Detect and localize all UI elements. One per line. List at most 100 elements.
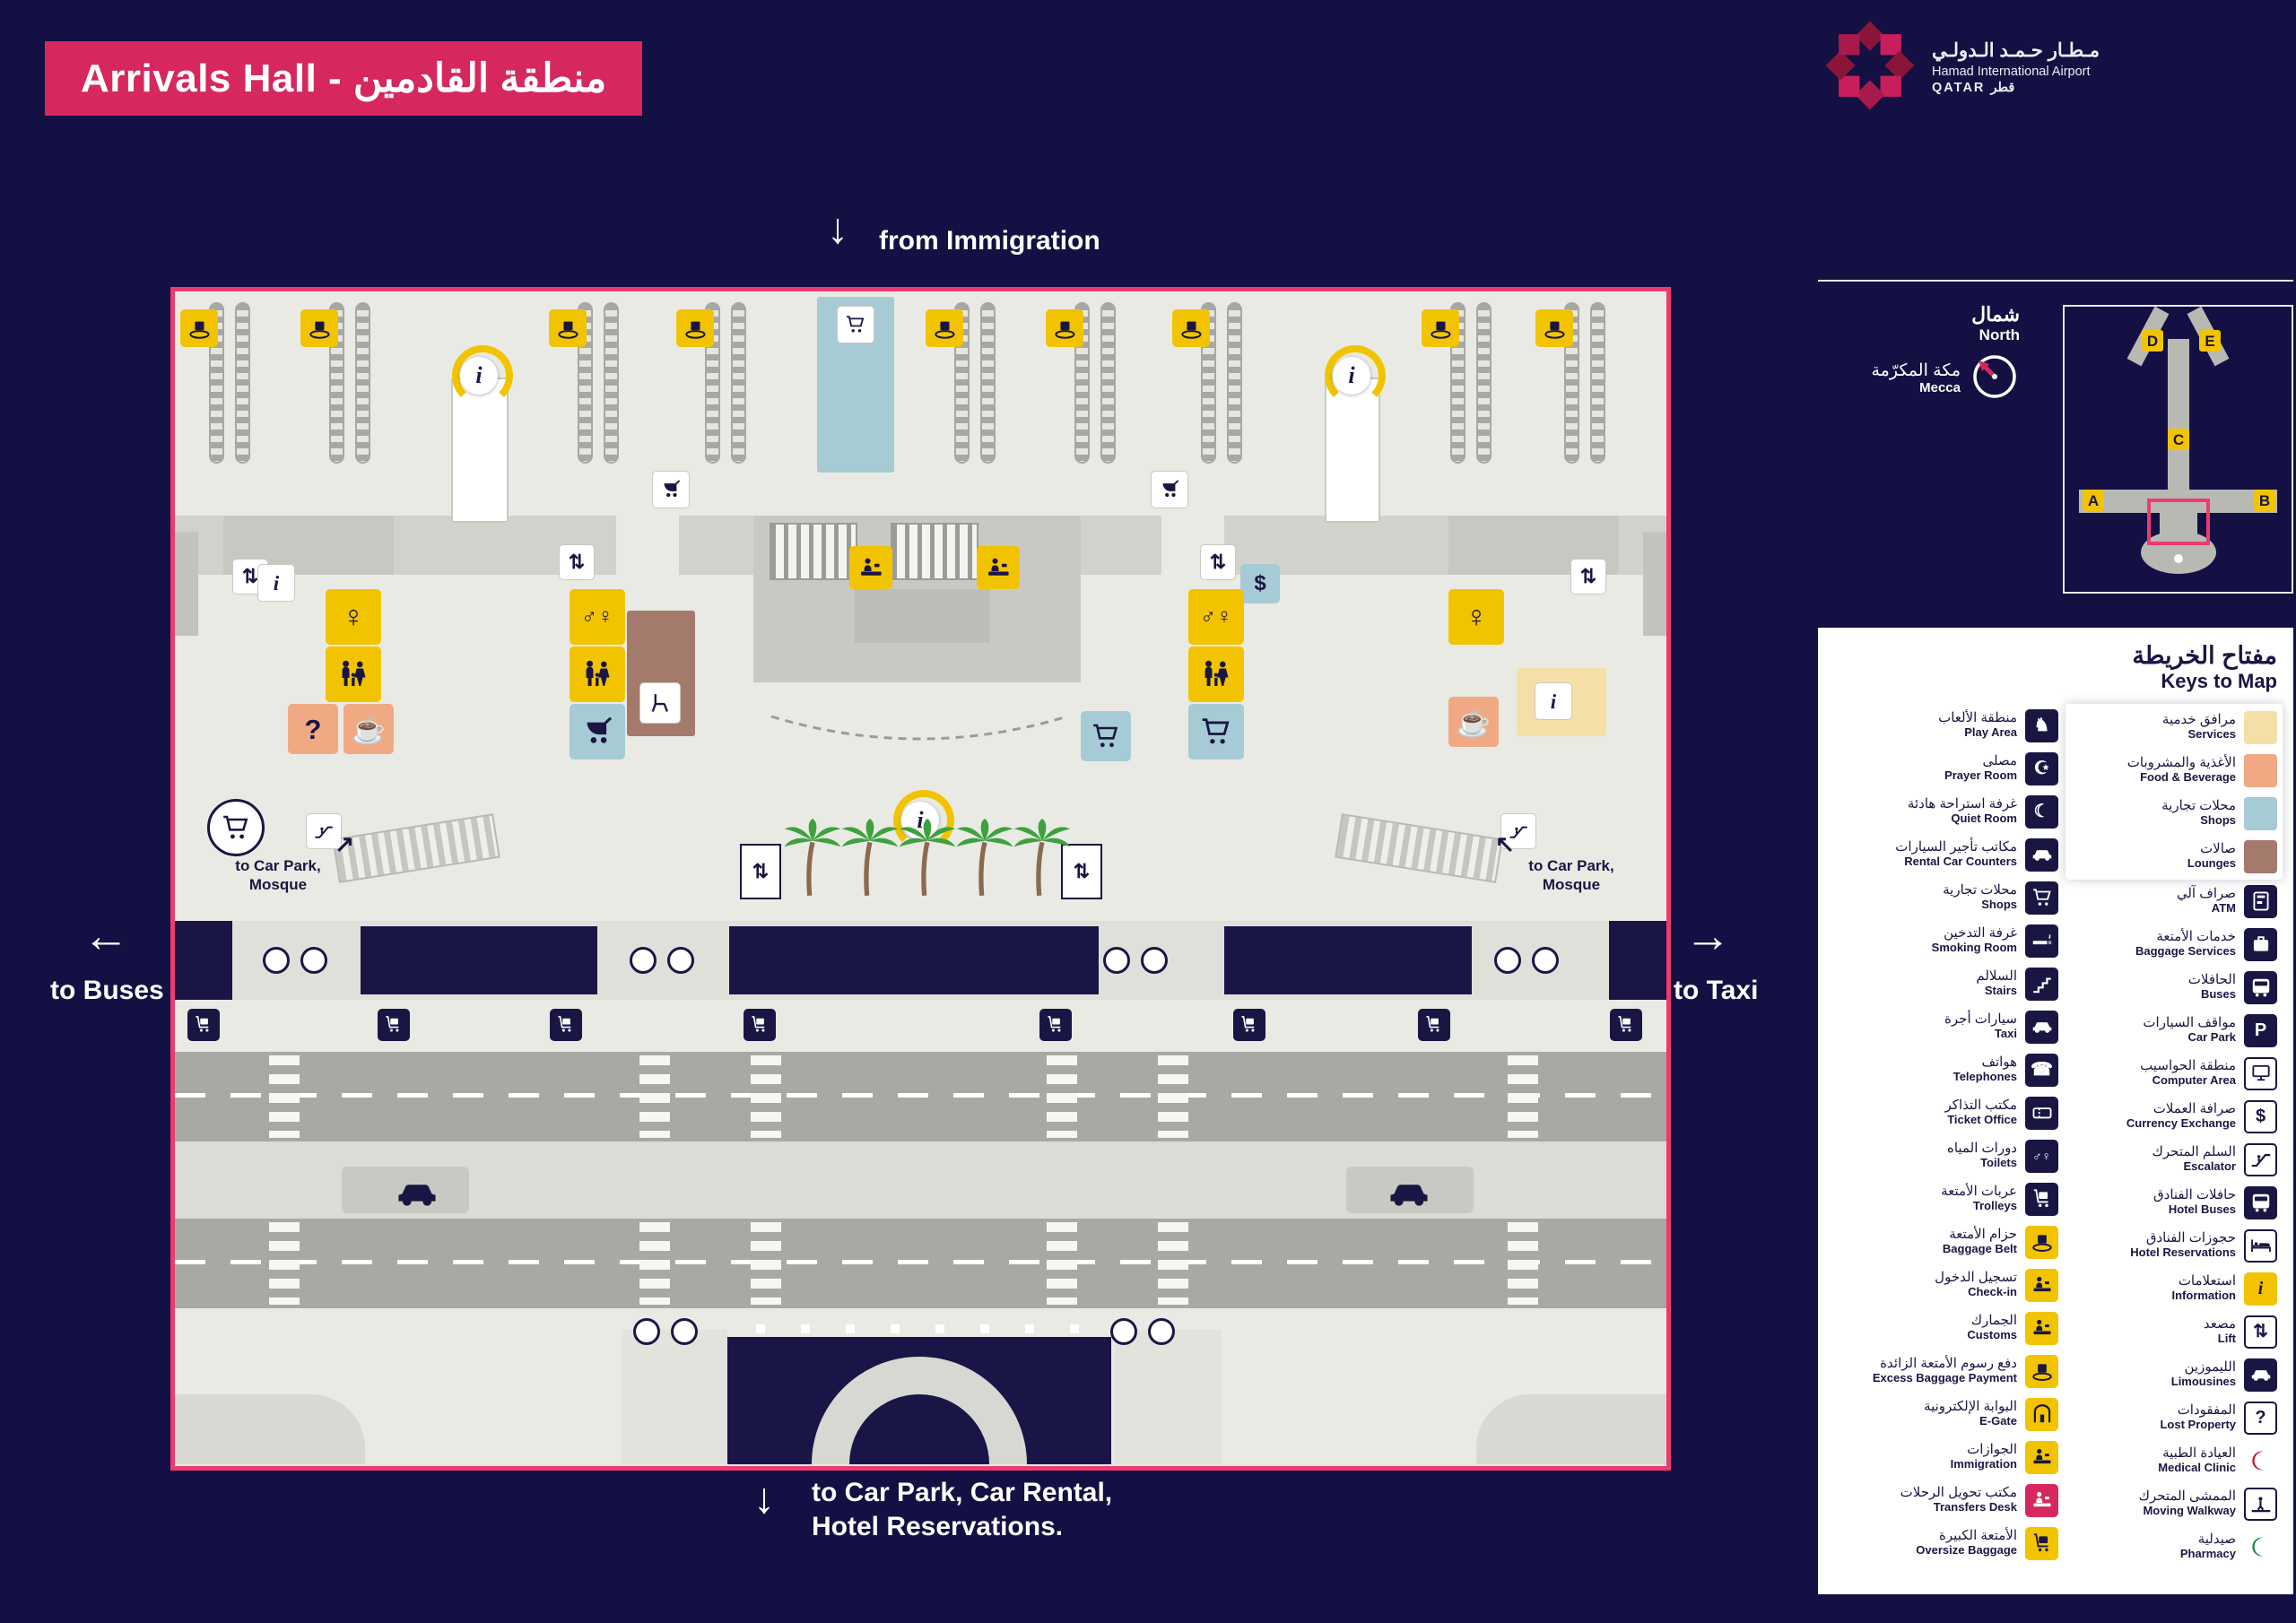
- carousel-track: [980, 302, 996, 464]
- legend-label-ar: استعلامات: [2178, 1273, 2236, 1289]
- page-title: Arrivals Hall - منطقة القادمين: [45, 41, 643, 116]
- legend-label-ar: منطقة الألعاب: [1938, 710, 2017, 726]
- legend-label-ar: الممشى المتحرك: [2138, 1488, 2236, 1505]
- legend-label-en: Currency Exchange: [2126, 1116, 2236, 1131]
- up-right-arrow-icon: ↗: [335, 830, 354, 857]
- right-arrow-icon: →: [1684, 910, 1731, 962]
- toilets-women-icon: ♀: [326, 589, 381, 645]
- excess-baggage-icon: [2025, 1354, 2058, 1388]
- trolleys-icon: [378, 1009, 410, 1041]
- legend-label-en: E-Gate: [1979, 1414, 2017, 1428]
- cafe-icon: ☕: [344, 704, 394, 754]
- legend-label-ar: غرفة استراحة هادئة: [1907, 796, 2017, 812]
- legend-label-en: Trolleys: [1972, 1199, 2017, 1213]
- legend-label-ar: السلالم: [1976, 968, 2017, 985]
- shop-cart-icon: [837, 306, 874, 343]
- legend-item-check-in: تسجيل الدخول Check-in: [1834, 1263, 2058, 1306]
- baby-care-icon: [570, 704, 625, 759]
- exit-door-block: [175, 921, 232, 1000]
- legend-label-ar: محلات تجارية: [1943, 882, 2017, 898]
- canopy-pillar: [935, 1324, 944, 1333]
- play-area-icon: ♞: [2025, 708, 2058, 742]
- trolleys-icon: [187, 1009, 220, 1041]
- revolving-door: [1532, 947, 1559, 974]
- palm-tree-icon: [840, 819, 900, 901]
- toilets-icon: ♂♀: [2025, 1139, 2058, 1173]
- legend-label-ar: مكتب التذاكر: [1944, 1098, 2017, 1114]
- concourse-letter: B: [2259, 492, 2270, 509]
- stairs: [770, 523, 857, 580]
- forecourt-wing: [1476, 1394, 1666, 1464]
- pillar-block: [622, 1330, 727, 1464]
- legend-item-trolleys: عربات الأمتعة Trolleys: [1834, 1177, 2058, 1220]
- legend-label-en: Computer Area: [2152, 1073, 2236, 1088]
- you-are-here-box: [2147, 499, 2210, 545]
- legend-item-oversize-baggage: الأمتعة الكبيرة Oversize Baggage: [1834, 1522, 2058, 1565]
- from-immigration-label: from Immigration: [879, 226, 1100, 256]
- moving-walkway-icon: [2244, 1487, 2277, 1521]
- compass-block: شمال North مكة المكرّمة Mecca: [1830, 303, 2020, 406]
- road-centerline: [175, 1093, 1666, 1098]
- carpark-mosque-label: ↗ to Car Park, Mosque: [211, 830, 354, 895]
- car-park-icon: P: [2244, 1013, 2277, 1047]
- pedestrian-crossing: [269, 1222, 300, 1305]
- lift-icon: ⇅: [559, 544, 595, 580]
- legend-item-computer-area: منطقة الحواسيب Computer Area: [2066, 1052, 2277, 1095]
- legend-item-lost-property: المفقودات Lost Property?: [2066, 1396, 2277, 1439]
- baggage-services-icon: [2244, 927, 2277, 961]
- legend-item-hotel-reservations: حجوزات الفنادق Hotel Reservations: [2066, 1224, 2277, 1267]
- toilets-icon: ♂♀: [1188, 589, 1244, 645]
- legend-label-ar: الأمتعة الكبيرة: [1939, 1528, 2017, 1544]
- concourse-letter: E: [2205, 333, 2214, 350]
- baggage-belt-icon: [1172, 309, 1210, 347]
- canopy-pillar: [891, 1324, 900, 1333]
- legend-label-ar: المفقودات: [2177, 1402, 2236, 1419]
- exit-door-block: [1224, 926, 1472, 994]
- pedestrian-crossing: [1508, 1222, 1538, 1305]
- currency-exchange-icon: $: [1240, 564, 1280, 603]
- legend-label-en: Rental Car Counters: [1904, 855, 2017, 869]
- legend-label-ar: الليموزين: [2184, 1359, 2237, 1376]
- legend-label-en: Information: [2171, 1289, 2237, 1303]
- oversize-baggage-icon: [2025, 1526, 2058, 1560]
- trolleys-icon: [1610, 1009, 1642, 1041]
- legend-item-transfers-desk: مكتب تحويل الرحلات Transfers Desk: [1834, 1479, 2058, 1522]
- legend-label-en: Shops: [1981, 898, 2017, 912]
- panel-divider: [1818, 280, 2293, 282]
- legend-label-en: Escalator: [2183, 1159, 2236, 1174]
- legend-label-ar: مرافق خدمية: [2161, 712, 2236, 728]
- escalator-icon: [2244, 1142, 2277, 1176]
- legend-item-currency-exchange: صرافة العملات Currency Exchange$: [2066, 1095, 2277, 1138]
- keys-to-map-panel: مفتاح الخريطة Keys to Map منطقة الألعاب …: [1818, 628, 2293, 1594]
- legend-label-en: Prayer Room: [1944, 768, 2017, 783]
- legend-label-ar: صيدلية: [2197, 1532, 2236, 1548]
- baggage-belt-icon: [2025, 1225, 2058, 1259]
- baggage-belt-icon: [300, 309, 338, 347]
- legend-item-limousines: الليموزين Limousines: [2066, 1353, 2277, 1396]
- stairs-icon: [2025, 967, 2058, 1001]
- legend-swatch: [2244, 839, 2277, 873]
- carpark-mosque-label: ↖ to Car Park, Mosque: [1495, 830, 1639, 895]
- hotel-reservations-icon: [2244, 1228, 2277, 1263]
- legend-item-moving-walkway: الممشى المتحرك Moving Walkway: [2066, 1482, 2277, 1525]
- lift-icon: ⇅: [2244, 1315, 2277, 1349]
- concourse-marker-A: [2083, 490, 2104, 511]
- legend-label-en: Taxi: [1994, 1027, 2017, 1041]
- legend-label-en: Lounges: [2187, 856, 2236, 871]
- canopy-pillar: [1070, 1324, 1079, 1333]
- palm-tree-icon: [783, 819, 842, 901]
- legend-label-ar: العيادة الطبية: [2162, 1445, 2236, 1462]
- baggage-belt-icon: [1535, 309, 1573, 347]
- revolving-door: [1141, 947, 1168, 974]
- to-carpark-line2: Hotel Reservations.: [812, 1511, 1064, 1541]
- legend-label-en: Lost Property: [2160, 1418, 2236, 1432]
- legend-label-en: Shops: [2200, 813, 2236, 828]
- trolleys-icon: [550, 1009, 582, 1041]
- pharmacy-icon: [2244, 1531, 2277, 1564]
- carousel-track: [235, 302, 250, 464]
- shop-icon: [1081, 711, 1131, 761]
- revolving-door: [671, 1318, 698, 1345]
